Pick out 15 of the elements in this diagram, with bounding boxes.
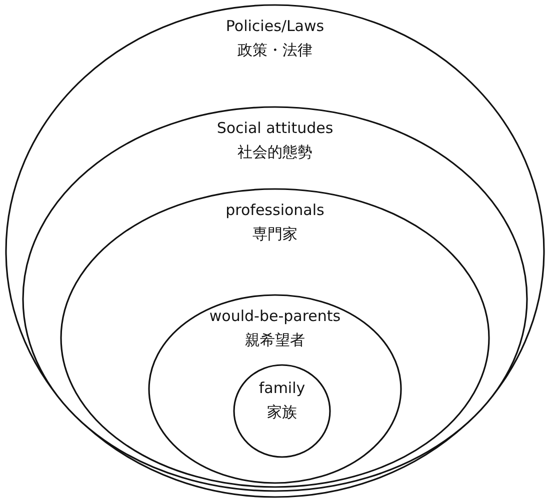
ring-translation: 家族 [267,402,297,423]
ellipse-ring [148,294,402,484]
ring-label: Policies/Laws [226,16,324,37]
ring-translation: 社会的態勢 [238,142,312,163]
ring-label: would-be-parents [209,306,341,327]
ring-label: Social attitudes [216,118,334,139]
ring-label: professionals [226,200,324,221]
ring-translation: 政策・法律 [238,40,312,61]
ellipse-ring [233,364,331,458]
ring-translation: 親希望者 [245,330,305,351]
ring-translation: 専門家 [252,224,298,245]
ring-label: family [258,378,306,399]
ellipse-ring [22,106,528,492]
ellipse-ring [60,188,490,488]
ellipse-ring [5,4,545,498]
